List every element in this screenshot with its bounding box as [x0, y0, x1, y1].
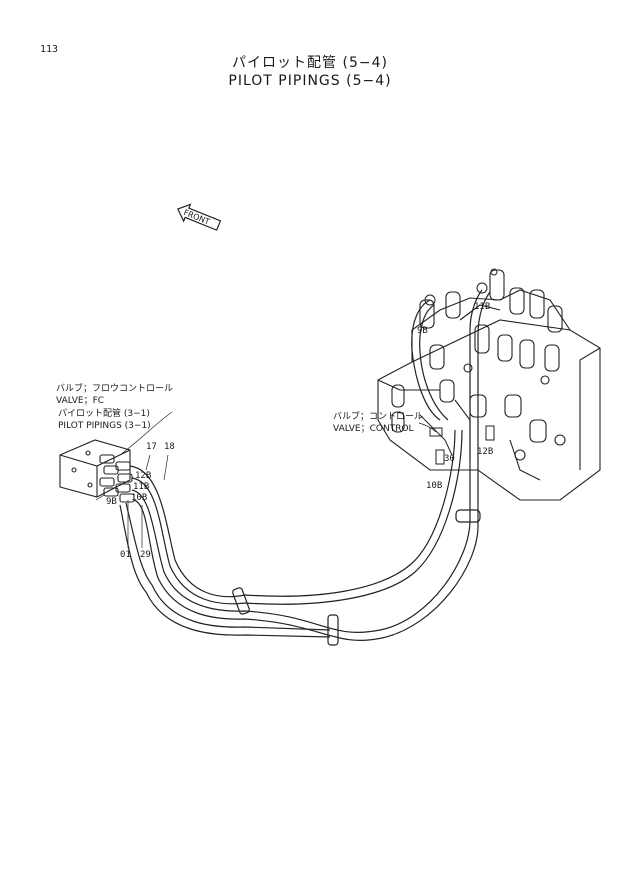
- pilot-ref-label-en: PILOT PIPINGS (3−1): [58, 421, 151, 431]
- front-arrow-icon: [176, 203, 222, 231]
- fc-valve-label-jp: バルブ；フロウコントロール: [56, 384, 174, 394]
- port-label-9b-top: 9B: [417, 326, 428, 336]
- part-number-29: 29: [140, 550, 151, 560]
- part-number-18: 18: [164, 442, 175, 452]
- title-english: PILOT PIPINGS (5−4): [228, 73, 392, 89]
- pilot-ref-label-jp: パイロット配管 (3−1): [58, 409, 150, 419]
- port-label-10b-right: 10B: [426, 481, 443, 491]
- control-valve-body: [377, 269, 601, 501]
- part-number-30: 30: [444, 454, 455, 464]
- port-label-12b-left: 12B: [135, 471, 152, 481]
- port-label-11b-top: 11B: [474, 302, 491, 312]
- port-label-12b-right: 12B: [477, 447, 494, 457]
- fittings-control-valve: [419, 268, 498, 465]
- flow-control-valve-block: [59, 439, 135, 503]
- part-number-17: 17: [146, 442, 157, 452]
- page-number: 113: [40, 44, 59, 55]
- leader-lines: [95, 411, 437, 548]
- part-number-01: 01: [120, 550, 131, 560]
- control-valve-label-jp: バルブ；コントロール: [333, 412, 424, 422]
- fc-valve-label-en: VALVE；FC: [56, 396, 105, 406]
- control-valve-label-en: VALVE；CONTROL: [333, 424, 414, 434]
- title-japanese: パイロット配管 (5−4): [232, 55, 388, 71]
- hose-clamps: [232, 509, 481, 646]
- port-label-11b-left: 11B: [133, 482, 150, 492]
- port-label-9b-left: 9B: [106, 497, 117, 507]
- pilot-hoses: [119, 289, 491, 641]
- port-label-10b-left: 10B: [131, 493, 148, 503]
